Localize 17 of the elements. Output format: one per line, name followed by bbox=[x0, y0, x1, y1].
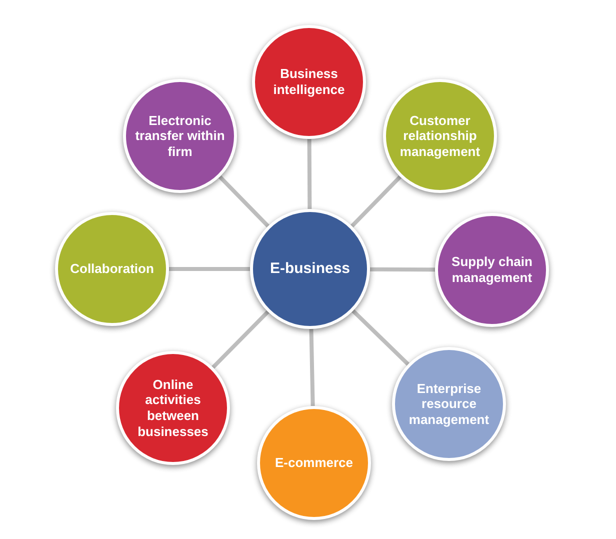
topic-label: Collaboration bbox=[70, 261, 154, 277]
topic-label: Enterprise resource management bbox=[408, 380, 490, 428]
topic-label: E-commerce bbox=[274, 455, 354, 471]
topic-label: Online activities between businesses bbox=[136, 376, 210, 440]
topic-label: Customer relationship management bbox=[398, 112, 482, 160]
connector-line bbox=[218, 175, 270, 228]
connector-line bbox=[307, 138, 312, 210]
topic-label: Business intelligence bbox=[272, 66, 346, 98]
connector-line bbox=[370, 267, 435, 272]
connector-line bbox=[169, 267, 250, 271]
connector-line bbox=[352, 309, 410, 366]
connector-line bbox=[350, 175, 402, 228]
topic-label: E-business bbox=[270, 260, 350, 278]
topic-label: Supply chain management bbox=[450, 254, 534, 286]
connector-line bbox=[309, 328, 315, 406]
connector-line bbox=[212, 310, 270, 369]
topic-label: Electronic transfer within firm bbox=[135, 112, 225, 160]
